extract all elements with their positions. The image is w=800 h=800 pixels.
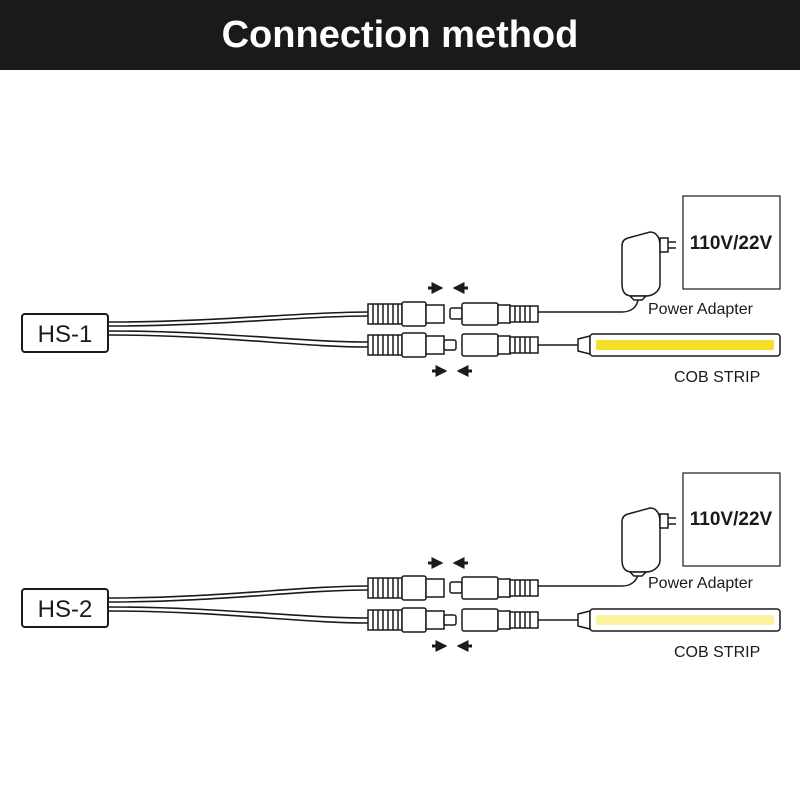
- voltage-label: 110V/22V: [690, 509, 773, 530]
- controller-cables: [107, 311, 369, 348]
- male-connector-top-right: [449, 576, 539, 600]
- cob-strip-label: COB STRIP: [674, 369, 760, 386]
- power-adapter: [621, 231, 676, 301]
- male-connector-bottom-left: [367, 332, 457, 358]
- cob-strip-light: [596, 615, 774, 625]
- controller-cables: [107, 585, 369, 624]
- section-hs1: HS-1: [21, 195, 781, 386]
- cob-strip: [589, 333, 781, 357]
- female-connector-top-left: [367, 301, 445, 327]
- cob-strip-label: COB STRIP: [674, 644, 760, 661]
- cob-strip-light: [596, 340, 774, 350]
- power-adapter-label: Power Adapter: [648, 301, 754, 318]
- page-title: Connection method: [221, 14, 579, 56]
- power-adapter: [621, 507, 676, 577]
- controller-hs2: HS-2: [21, 588, 109, 628]
- join-arrows: [428, 282, 472, 377]
- female-connector-bottom-right: [461, 608, 539, 632]
- section-hs2: HS-2: [21, 472, 781, 661]
- controller-label: HS-1: [38, 321, 93, 348]
- female-connector-top-left: [367, 575, 445, 601]
- join-arrows: [428, 557, 472, 652]
- cob-strip: [589, 608, 781, 632]
- controller-hs1: HS-1: [21, 313, 109, 353]
- header-bar: [0, 0, 800, 70]
- voltage-label: 110V/22V: [690, 233, 773, 254]
- voltage-box: 110V/22V: [682, 195, 781, 290]
- female-connector-bottom-right: [461, 333, 539, 357]
- voltage-box: 110V/22V: [682, 472, 781, 567]
- strip-end-cap: [577, 610, 591, 630]
- male-connector-bottom-left: [367, 607, 457, 633]
- strip-end-cap: [577, 335, 591, 355]
- power-adapter-label: Power Adapter: [648, 575, 754, 592]
- controller-label: HS-2: [38, 596, 93, 623]
- male-connector-top-right: [449, 302, 539, 326]
